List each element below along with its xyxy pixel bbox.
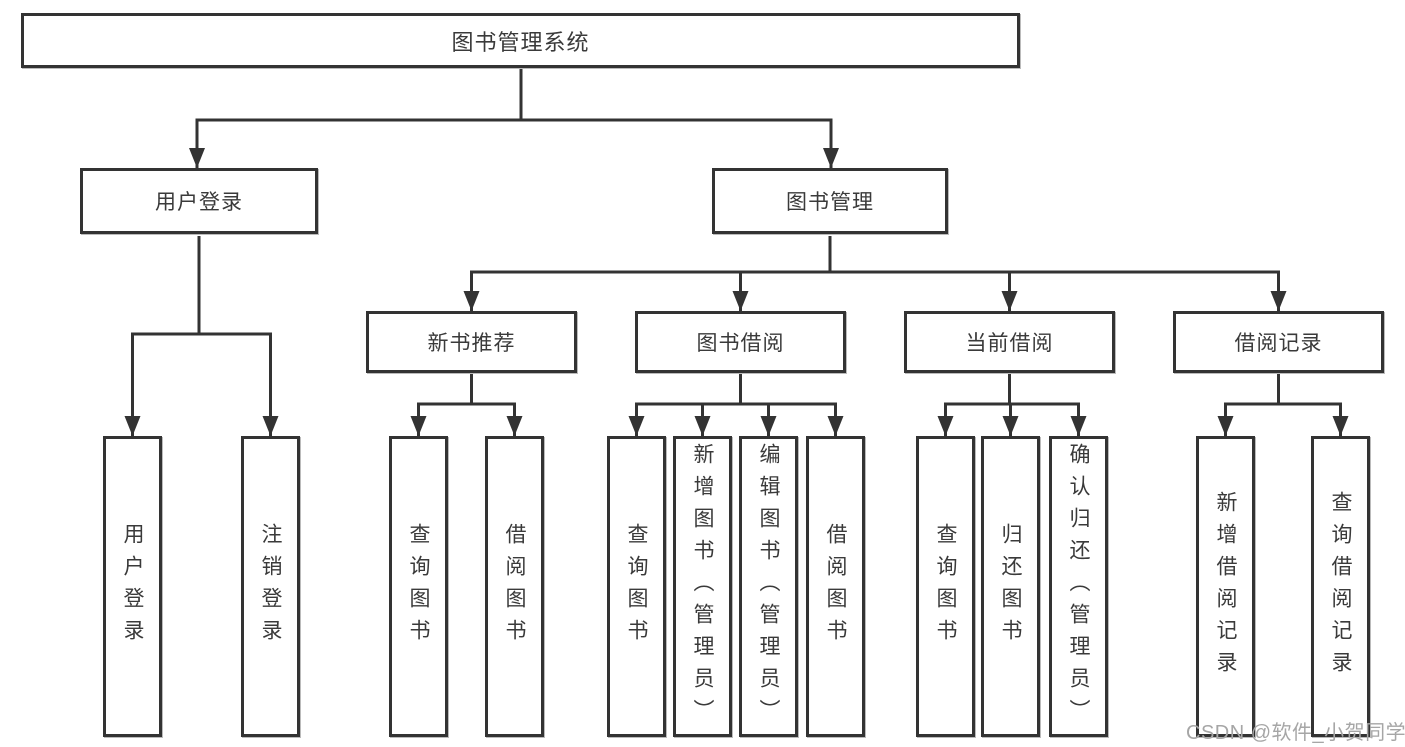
leaf-add-book-admin: 新增图书（管理员） bbox=[673, 436, 732, 737]
leaf-query-books-borrow: 查询图书 bbox=[607, 436, 666, 737]
node-book-management-label: 图书管理 bbox=[786, 191, 874, 214]
node-book-borrowing: 图书借阅 bbox=[635, 311, 846, 373]
node-new-book-recommendation-label: 新书推荐 bbox=[427, 332, 516, 355]
leaf-query-borrow-record: 查询借阅记录 bbox=[1311, 436, 1370, 737]
leaf-add-borrow-record: 新增借阅记录 bbox=[1196, 436, 1255, 737]
node-user-login-label: 用户登录 bbox=[155, 191, 243, 214]
leaf-return-books: 归还图书 bbox=[981, 436, 1040, 737]
leaf-logout: 注销登录 bbox=[241, 436, 300, 737]
tree-edges bbox=[131, 68, 1342, 436]
leaf-borrow-books-recommend: 借阅图书 bbox=[485, 436, 544, 737]
leaf-borrow-books: 借阅图书 bbox=[806, 436, 865, 737]
leaf-query-books-recommend: 查询图书 bbox=[389, 436, 448, 737]
node-borrowing-records: 借阅记录 bbox=[1173, 311, 1384, 373]
node-book-management: 图书管理 bbox=[712, 168, 948, 234]
arrowhead-icons bbox=[124, 148, 1349, 436]
node-current-borrowing: 当前借阅 bbox=[904, 311, 1115, 373]
node-user-login: 用户登录 bbox=[80, 168, 318, 234]
leaf-user-login: 用户登录 bbox=[103, 436, 162, 737]
watermark: CSDN @软件_小贺同学 bbox=[1186, 722, 1405, 744]
leaf-query-books-current: 查询图书 bbox=[916, 436, 975, 737]
node-library-system: 图书管理系统 bbox=[21, 13, 1020, 68]
node-library-system-label: 图书管理系统 bbox=[451, 29, 590, 55]
leaf-confirm-return-admin: 确认归还（管理员） bbox=[1049, 436, 1108, 737]
leaf-edit-book-admin: 编辑图书（管理员） bbox=[739, 436, 798, 737]
node-new-book-recommendation: 新书推荐 bbox=[366, 311, 577, 373]
node-borrowing-records-label: 借阅记录 bbox=[1234, 332, 1323, 355]
node-book-borrowing-label: 图书借阅 bbox=[696, 332, 785, 355]
node-current-borrowing-label: 当前借阅 bbox=[965, 332, 1054, 355]
